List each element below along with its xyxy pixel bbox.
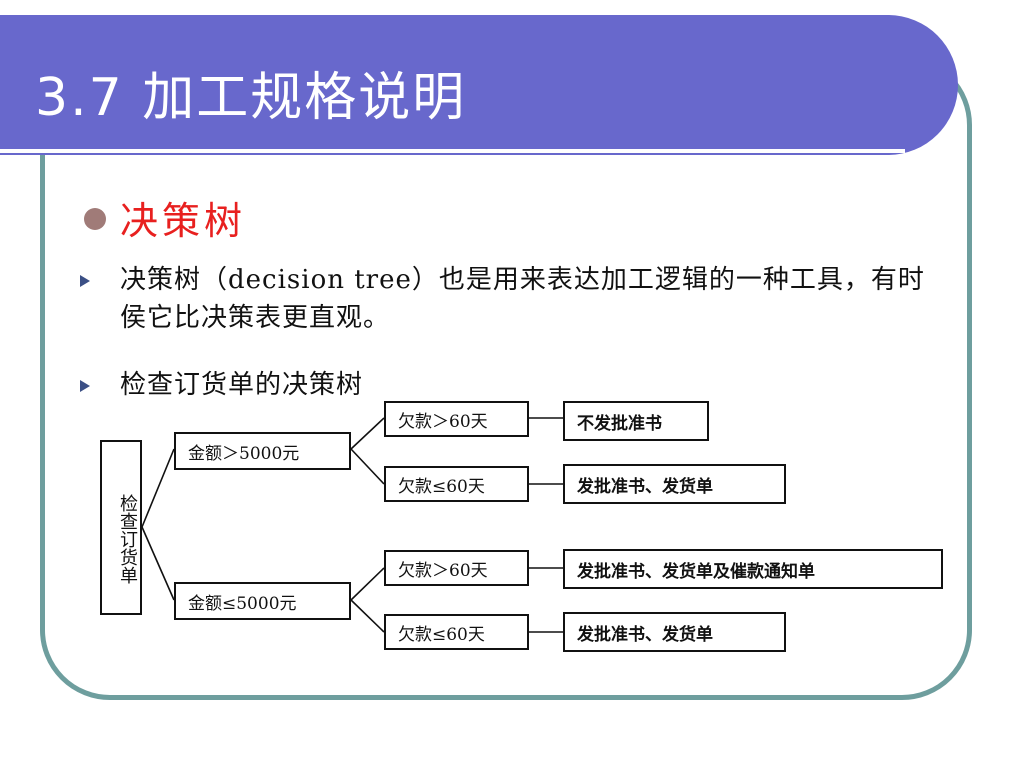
section-heading: 决策树 xyxy=(120,199,247,243)
tree-node-amount-high: 金额＞5000元 xyxy=(174,432,351,470)
tree-action-approve-ship-2: 发批准书、发货单 xyxy=(563,612,786,652)
title-divider xyxy=(0,149,905,153)
tree-node-debt-low-2: 欠款≤60天 xyxy=(384,614,529,650)
tree-action-reject: 不发批准书 xyxy=(563,401,709,441)
description-paragraph: 决策树（decision tree）也是用来表达加工逻辑的一种工具，有时侯它比决… xyxy=(120,265,925,333)
tree-action-approve-ship-dun: 发批准书、发货单及催款通知单 xyxy=(563,549,943,589)
bullet-dot-icon xyxy=(84,208,106,230)
tree-node-debt-low-1: 欠款≤60天 xyxy=(384,466,529,502)
tree-action-approve-ship: 发批准书、发货单 xyxy=(563,464,786,504)
slide-title: 3.7 加工规格说明 xyxy=(35,68,467,128)
tree-node-debt-high-1: 欠款＞60天 xyxy=(384,401,529,437)
tree-node-debt-high-2: 欠款＞60天 xyxy=(384,550,529,586)
title-bar: 3.7 加工规格说明 xyxy=(0,15,958,155)
arrow-bullet-icon xyxy=(80,275,90,287)
tree-caption: 检查订货单的决策树 xyxy=(120,370,364,400)
tree-root-node: 检查订货单 xyxy=(100,440,142,615)
tree-node-amount-low: 金额≤5000元 xyxy=(174,582,351,620)
arrow-bullet-icon xyxy=(80,380,90,392)
